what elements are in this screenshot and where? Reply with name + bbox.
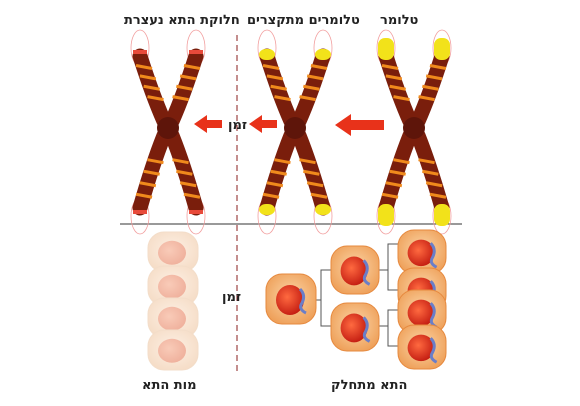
- organelle: [362, 259, 371, 286]
- centromere: [284, 117, 306, 139]
- daughter-cell-top: [330, 245, 380, 295]
- time-arrow-right: [335, 114, 384, 136]
- organelle: [429, 242, 438, 269]
- telomere-cap: [378, 204, 394, 226]
- daughter-cell-bottom: [330, 302, 380, 352]
- telomere-remnant: [133, 210, 147, 214]
- nucleus: [158, 240, 186, 265]
- chromosome-arm: [410, 128, 450, 226]
- cell-death-label: מות התא: [142, 378, 197, 393]
- chromosome-arm: [410, 38, 450, 129]
- dead-cell-1: [147, 231, 199, 273]
- chromosome-arm: [259, 128, 299, 216]
- chromosome-arm: [132, 128, 172, 216]
- organelle: [429, 337, 438, 364]
- time-label-bottom: זמן: [222, 290, 242, 305]
- telomere-cap: [259, 204, 275, 215]
- dead-cell-4: [147, 329, 199, 371]
- chromosome-shortening-telomeres: [257, 29, 333, 235]
- nucleus: [158, 274, 186, 299]
- centromere: [157, 117, 179, 139]
- organelle: [429, 302, 438, 329]
- parent-cell: [265, 273, 317, 325]
- telomere-cap: [378, 38, 394, 60]
- nucleus: [407, 239, 435, 267]
- granddaughter-cell-4: [397, 324, 447, 370]
- dead-cell-2: [147, 265, 199, 307]
- lineage-connectors: [316, 243, 398, 347]
- nucleus: [276, 285, 304, 315]
- telomere-cap: [315, 204, 331, 215]
- organelle: [298, 287, 307, 315]
- centromere: [403, 117, 425, 139]
- telomere-label: טלומר: [380, 13, 419, 28]
- cell-division-stops-label: חלוקת התא נעצרת: [124, 13, 240, 28]
- granddaughter-cell-1: [397, 229, 447, 275]
- nucleus: [407, 299, 435, 327]
- nucleus: [407, 334, 435, 362]
- time-arrow-left: [194, 115, 222, 133]
- nucleus: [340, 256, 368, 286]
- chromosome-arm: [291, 48, 331, 129]
- nucleus: [340, 313, 368, 343]
- chromosome-arm: [378, 38, 418, 129]
- organelle: [362, 316, 371, 343]
- cell-divides-label: התא מתחלק: [331, 378, 408, 393]
- telomere-remnant: [133, 50, 147, 54]
- shortening-telomeres-label: טלומרים מתקצרים: [247, 13, 360, 28]
- chromosome-no-telomeres: [130, 29, 206, 235]
- telomere-remnant: [189, 50, 203, 54]
- telomere-cap: [259, 49, 275, 60]
- nucleus: [158, 306, 186, 331]
- telomere-cap: [434, 204, 450, 226]
- granddaughter-cell-3: [397, 289, 447, 335]
- chromosome-arm: [164, 128, 204, 216]
- chromosome-arm: [164, 48, 204, 129]
- telomere-cap: [434, 38, 450, 60]
- telomere-remnant: [189, 210, 203, 214]
- telomere-cap: [315, 49, 331, 60]
- chromosome-arm: [378, 128, 418, 226]
- nucleus: [158, 338, 186, 363]
- time-label-top: זמן: [228, 118, 248, 133]
- chromosome-arm: [132, 48, 172, 129]
- chromosome-long-telomeres: [376, 29, 452, 235]
- time-arrow-middle: [249, 115, 277, 133]
- chromosome-arm: [259, 48, 299, 129]
- chromosome-arm: [291, 128, 331, 216]
